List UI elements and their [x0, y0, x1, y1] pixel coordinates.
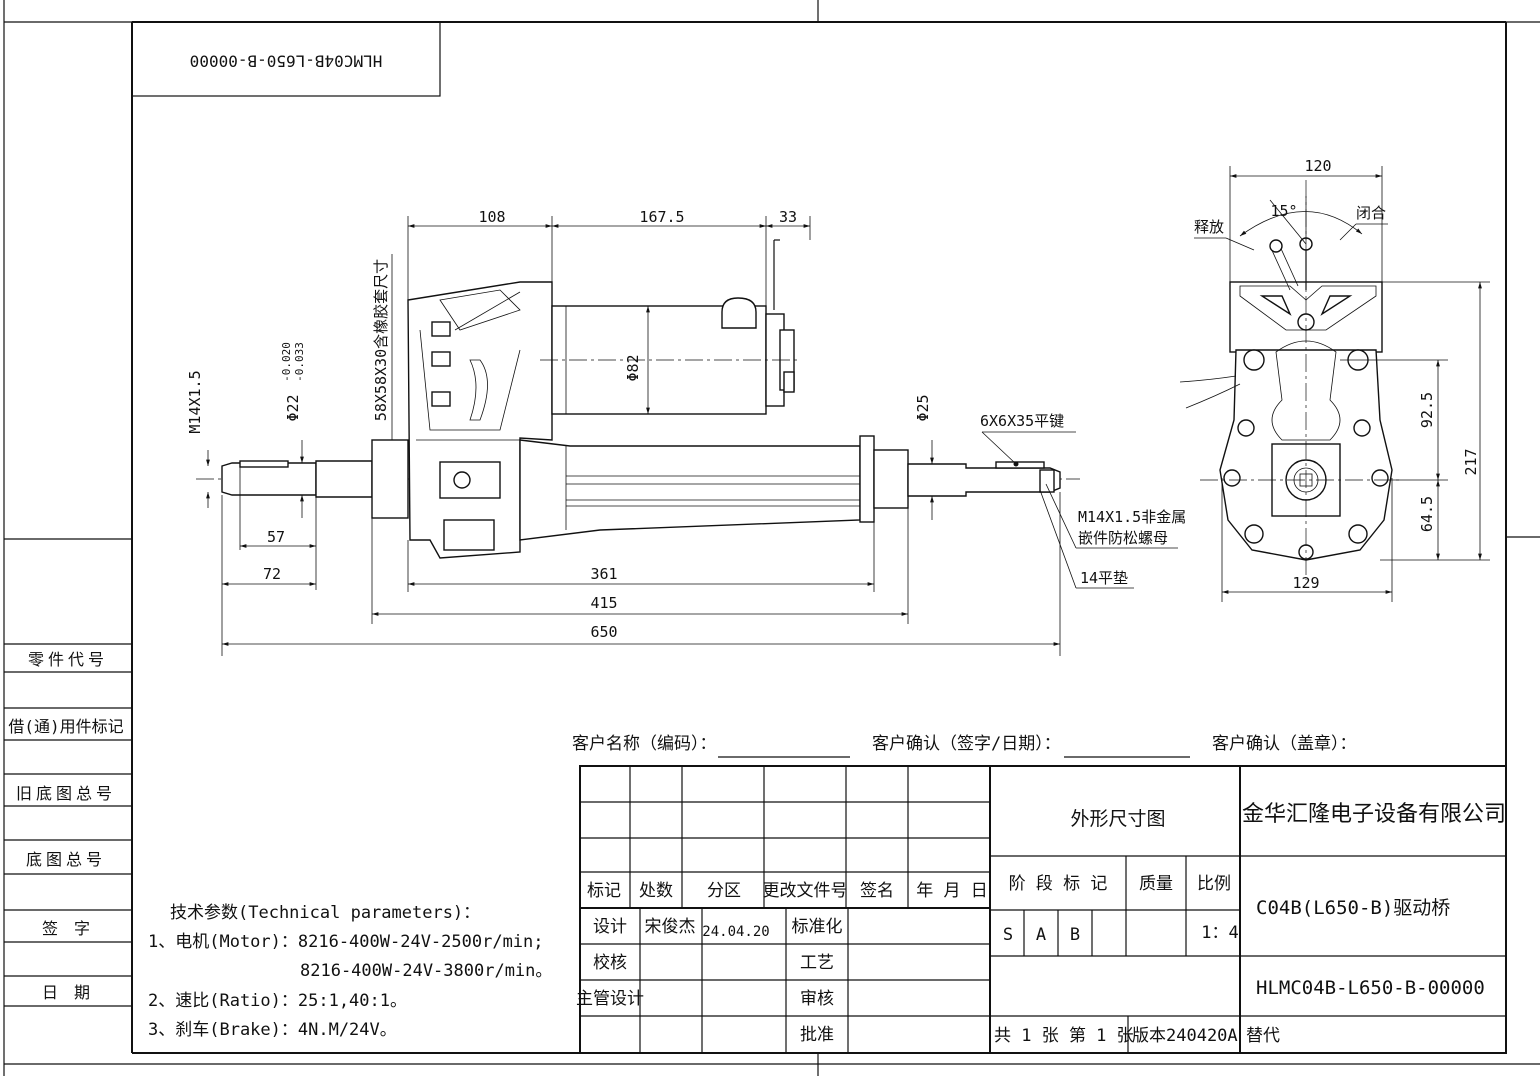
tb-stage-a: A	[1036, 925, 1046, 945]
dim-92: 92.5	[1418, 392, 1436, 428]
tb-code: HLMC04B-L650-B-00000	[1256, 977, 1485, 999]
tb-approve: 批准	[800, 1025, 834, 1045]
drawing-number-text: HLMC04B-L650-B-00000	[190, 52, 383, 71]
drawing-number-box: HLMC04B-L650-B-00000	[131, 21, 441, 97]
customer-name-label: 客户名称（编码）：	[572, 734, 717, 754]
left-col-part-code: 零件代号	[28, 650, 108, 669]
left-col-base-no: 底图总号	[26, 850, 106, 869]
dim-217: 217	[1462, 448, 1480, 475]
customer-confirm-label: 客户确认（签字/日期）：	[872, 734, 1061, 754]
dim-167: 167.5	[639, 208, 684, 226]
left-col-sign: 签 字	[42, 919, 90, 938]
dim-d82: Φ82	[624, 354, 642, 381]
tb-review: 审核	[800, 989, 834, 1009]
tb-h-qty: 处数	[639, 881, 673, 901]
left-col-date: 日 期	[42, 983, 90, 1002]
tech-line-1: 1、电机(Motor)：8216-400W-24V-2500r/min;	[148, 932, 544, 952]
tb-product: C04B(L650-B)驱动桥	[1256, 897, 1450, 919]
dim-57: 57	[267, 528, 285, 546]
dim-64: 64.5	[1418, 496, 1436, 532]
tb-designer: 宋俊杰	[645, 917, 696, 937]
customer-stamp-label: 客户确认（盖章）：	[1212, 734, 1357, 754]
dim-15deg: 15°	[1270, 202, 1297, 220]
tb-stage-b: B	[1070, 925, 1080, 945]
tb-lead: 主管设计	[576, 989, 644, 1009]
tb-drawing-name: 外形尺寸图	[1070, 808, 1165, 830]
dim-415: 415	[590, 594, 617, 612]
tb-replace: 替代	[1246, 1026, 1280, 1046]
label-close: 闭合	[1356, 204, 1386, 222]
label-release: 释放	[1194, 218, 1224, 236]
label-key: 6X6X35平键	[980, 412, 1064, 430]
dim-d25: Φ25	[914, 394, 932, 421]
tb-h-sign: 签名	[860, 881, 894, 901]
left-column: 零件代号 借(通)用件标记 旧底图总号 底图总号 签 字 日 期	[4, 538, 132, 1007]
tech-line-2: 8216-400W-24V-3800r/min。	[300, 961, 552, 981]
side-view-dimensions: 108 167.5 33 M14X1.5 Φ22 -0.020 -0.033 5…	[186, 208, 1186, 656]
tb-h-doc: 更改文件号	[763, 881, 848, 901]
tb-craft: 工艺	[800, 953, 834, 973]
tech-title: 技术参数(Technical parameters)：	[170, 903, 480, 923]
dim-sleeve: 58X58X30含橡胶套尺寸	[372, 259, 390, 421]
dim-650: 650	[590, 623, 617, 641]
tb-sheets: 共 1 张 第 1 张	[994, 1026, 1134, 1046]
tb-check: 校核	[593, 953, 627, 973]
end-view	[1179, 180, 1400, 580]
title-block: 标记 处数 分区 更改文件号 签名 年 月 日 设计 宋俊杰 24.04.20 …	[576, 765, 1507, 1054]
tb-scale: 比例	[1197, 874, 1231, 894]
tb-design: 设计	[593, 917, 627, 937]
tb-h-zone: 分区	[707, 881, 741, 901]
end-view-dimensions: 120 15° 释放 闭合 92.5 64.5 217 129	[1194, 157, 1490, 602]
tb-std: 标准化	[792, 917, 843, 937]
dim-d22: Φ22	[284, 394, 302, 421]
tb-h-date: 年 月 日	[916, 881, 987, 901]
tb-design-date: 24.04.20	[702, 924, 769, 940]
label-washer: 14平垫	[1080, 569, 1128, 587]
dim-m14-left: M14X1.5	[186, 370, 204, 433]
dim-72: 72	[263, 565, 281, 583]
side-view	[196, 239, 1080, 559]
tb-stage-s: S	[1003, 925, 1013, 945]
label-nut-1: M14X1.5非金属	[1078, 508, 1186, 526]
dim-108: 108	[478, 208, 505, 226]
left-col-borrow-mark: 借(通)用件标记	[8, 717, 123, 736]
tb-scale-value: 1：4	[1201, 923, 1238, 943]
technical-parameters: 技术参数(Technical parameters)： 1、电机(Motor)：…	[148, 903, 552, 1040]
dim-361: 361	[590, 565, 617, 583]
tb-stage: 阶 段 标 记	[1009, 874, 1108, 894]
dim-120: 120	[1304, 157, 1331, 175]
tech-line-4: 3、刹车(Brake)：4N.M/24V。	[148, 1020, 397, 1040]
dim-tol-up: -0.020	[280, 342, 293, 382]
tb-h-mark: 标记	[587, 881, 621, 901]
tb-mass: 质量	[1139, 874, 1173, 894]
label-nut-2: 嵌件防松螺母	[1078, 529, 1168, 547]
dim-tol-dn: -0.033	[293, 342, 306, 382]
tb-version: 版本240420A	[1132, 1026, 1238, 1046]
dim-129: 129	[1292, 574, 1319, 592]
customer-line: 客户名称（编码）： 客户确认（签字/日期）： 客户确认（盖章）：	[572, 734, 1357, 758]
left-col-old-base: 旧底图总号	[16, 784, 116, 803]
tb-company: 金华汇隆电子设备有限公司	[1242, 802, 1506, 827]
tech-line-3: 2、速比(Ratio)：25:1,40:1。	[148, 991, 407, 1011]
dim-33: 33	[779, 208, 797, 226]
